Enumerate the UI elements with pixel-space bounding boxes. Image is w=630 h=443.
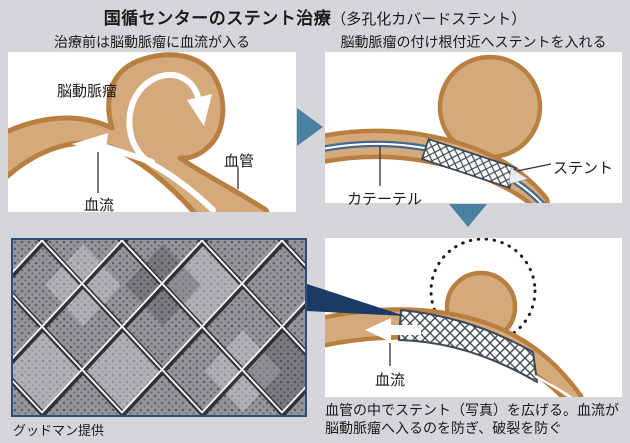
result-caption-line2: 脳動脈瘤へ入るのを防ぎ、破裂を防ぐ xyxy=(325,419,563,436)
step-arrow-right-icon xyxy=(297,108,323,146)
title-main: 国循センターのステント治療 xyxy=(103,9,332,28)
flow-straight-line xyxy=(103,144,155,165)
flow-arrowhead xyxy=(365,318,391,342)
photo-credit: グッドマン提供 xyxy=(13,423,105,438)
stent-photo-mesh xyxy=(13,240,305,415)
page-title: 国循センターのステント治療（多孔化カバードステント） xyxy=(0,4,630,29)
flow-loop-arrowhead xyxy=(187,94,212,126)
photo-wire-highlights xyxy=(13,240,305,414)
stent-photo xyxy=(11,238,307,417)
title-note: （多孔化カバードステント） xyxy=(331,11,527,28)
label-blood-flow-before: 血流 xyxy=(84,197,115,214)
label-catheter: カテーテル xyxy=(347,191,423,208)
step-arrow-down-icon xyxy=(449,204,487,227)
vessel-and-aneurysm-shape xyxy=(8,52,270,212)
insert-diagram-svg xyxy=(325,54,552,203)
panel-before-diagram xyxy=(8,52,296,212)
result-diagram-svg xyxy=(325,238,584,397)
result-caption-line1: 血管の中でステント（写真）を広げる。血流が xyxy=(325,402,619,418)
catheter-tip-arrow xyxy=(508,167,529,185)
panel-result-diagram xyxy=(325,238,622,397)
expanded-stent-hatch xyxy=(398,309,538,383)
vessel-shape xyxy=(325,128,550,203)
label-stent: ステント xyxy=(553,160,614,177)
label-blood-flow-result: 血流 xyxy=(375,372,406,389)
flow-loop-line xyxy=(126,71,216,212)
flow-arrow-tail xyxy=(389,325,421,335)
panel-insert-diagram xyxy=(325,52,622,203)
result-caption: 血管の中でステント（写真）を広げる。血流が 脳動脈瘤へ入るのを防ぎ、破裂を防ぐ xyxy=(325,402,625,437)
before-diagram-svg xyxy=(8,52,270,212)
label-vessel: 血管 xyxy=(224,153,255,170)
photo-callout-wedge xyxy=(307,284,405,316)
stent-leader-line xyxy=(516,163,552,172)
label-aneurysm: 脳動脈瘤 xyxy=(57,83,118,100)
subtitle-before: 治療前は脳動脈瘤に血流が入る xyxy=(54,34,250,50)
flow-straight-arrowhead xyxy=(72,133,108,157)
guidewire-line xyxy=(534,374,573,397)
subtitle-insert: 脳動脈瘤の付け根付近へステントを入れる xyxy=(340,34,607,50)
